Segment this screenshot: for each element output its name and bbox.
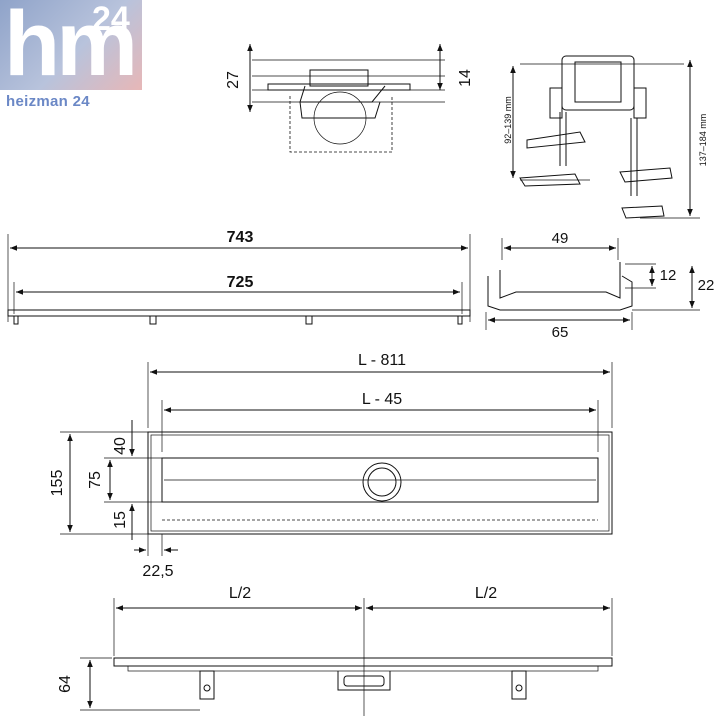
dim-inner-length: 725 [227, 274, 254, 291]
dim-profile-total-height: 22 [698, 277, 715, 294]
side-elevation-view: L/2 L/2 64 [57, 585, 613, 716]
dim-section-height: 27 [225, 71, 242, 89]
plan-view: L - 811 L - 45 155 40 75 15 22,5 [49, 352, 613, 580]
dim-profile-inner-height: 12 [660, 267, 677, 284]
dim-profile-inner-width: 49 [552, 230, 569, 247]
logo-number: 24 [92, 0, 130, 38]
dim-grate-length: L - 45 [362, 391, 402, 408]
dim-margin-bottom: 15 [112, 511, 129, 529]
brand-logo: hm 24 heizman 24 [0, 0, 142, 112]
dim-frame-length: L - 811 [358, 352, 406, 369]
profile-view: 49 12 22 65 [485, 230, 715, 341]
dim-overall-length: 743 [227, 229, 254, 246]
cross-section-view: 27 14 [225, 44, 474, 153]
dim-margin-top: 40 [112, 437, 129, 455]
logo-letters: hm [4, 0, 138, 95]
leg-adjustment-view: 92–139 mm 137–184 mm [503, 55, 708, 219]
dim-leg-range-high: 137–184 mm [698, 114, 708, 167]
logo-badge: hm 24 [0, 0, 142, 90]
dim-profile-outer-width: 65 [552, 324, 569, 341]
logo-strip [0, 92, 142, 112]
length-elevation-view: 743 725 [7, 229, 471, 325]
dim-side-height: 64 [57, 675, 74, 693]
dim-end-offset: 22,5 [142, 563, 173, 580]
dim-channel-width: 75 [87, 471, 104, 489]
dim-leg-range-low: 92–139 mm [503, 96, 513, 144]
dim-cover-height: 14 [457, 69, 474, 87]
dim-half-length-right: L/2 [475, 585, 497, 602]
dim-half-length-left: L/2 [229, 585, 251, 602]
dim-frame-width: 155 [49, 470, 66, 497]
logo-brand-name: heizman 24 [6, 93, 90, 110]
